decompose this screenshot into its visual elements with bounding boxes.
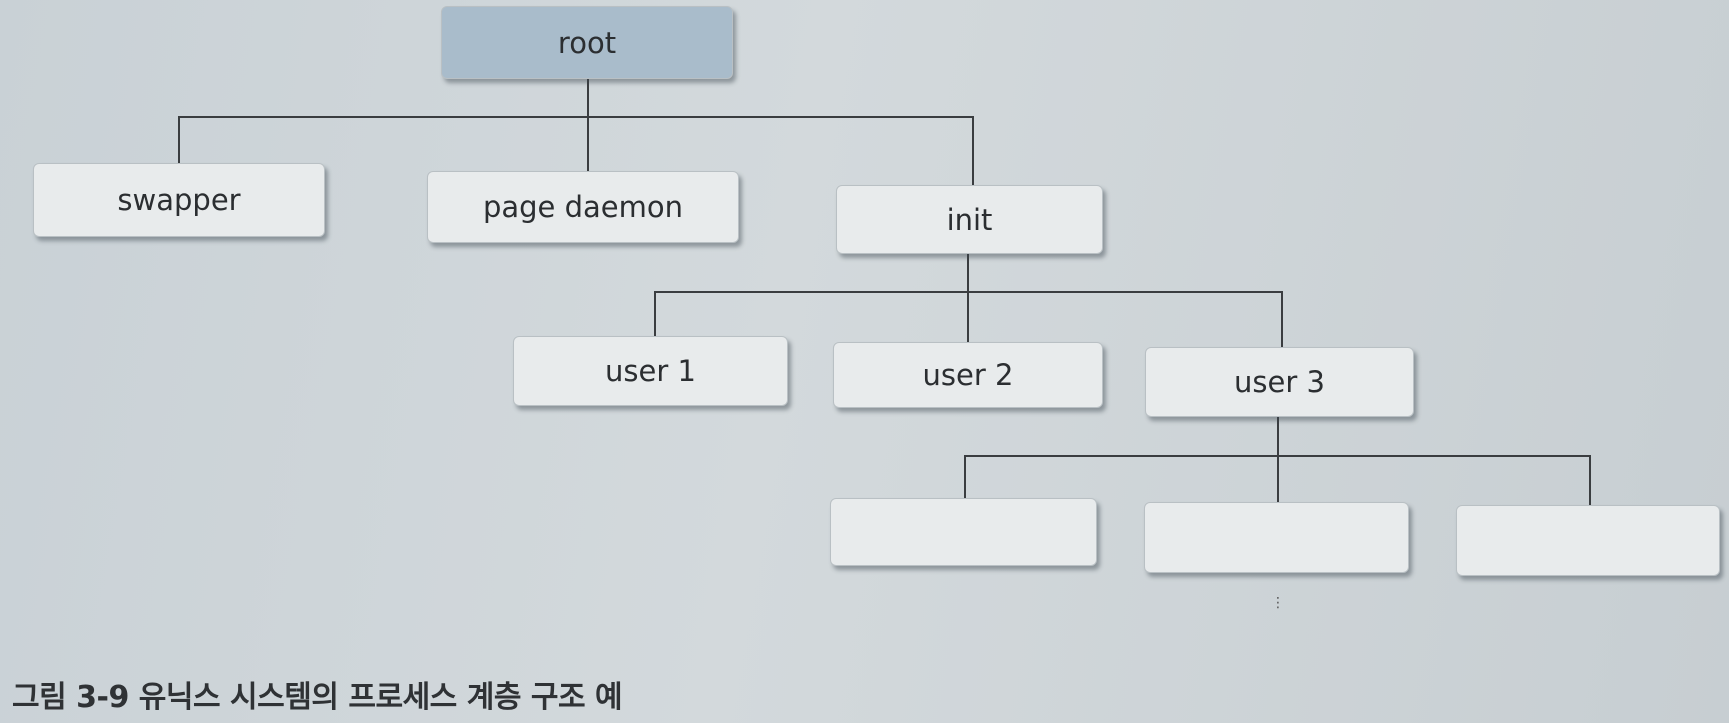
connector — [1589, 455, 1591, 506]
node-label: root — [557, 25, 617, 60]
node-label: init — [946, 202, 993, 237]
node-init: init — [836, 185, 1103, 254]
connector — [1277, 455, 1279, 503]
node-user-2: user 2 — [833, 342, 1103, 408]
node-label: swapper — [117, 183, 241, 217]
connector — [178, 116, 974, 118]
connector — [178, 116, 180, 164]
node-swapper: swapper — [33, 163, 325, 237]
connector — [654, 291, 656, 337]
node-empty — [830, 498, 1097, 566]
connector — [587, 116, 589, 171]
connector — [972, 116, 974, 186]
figure-caption: 그림 3-9 유닉스 시스템의 프로세스 계층 구조 예 — [12, 680, 623, 715]
connector — [587, 79, 589, 117]
node-root: root — [441, 6, 733, 79]
node-empty — [1456, 505, 1720, 576]
connector — [967, 254, 969, 293]
node-label: user 2 — [922, 358, 1014, 392]
node-page-daemon: page daemon — [427, 171, 739, 243]
connector — [967, 291, 969, 343]
node-label: page daemon — [482, 190, 684, 224]
continuation-dots: ⋮ — [1271, 595, 1285, 611]
connector — [1281, 291, 1283, 348]
connector — [1277, 417, 1279, 457]
node-user-3: user 3 — [1145, 347, 1414, 417]
node-empty — [1144, 502, 1409, 573]
node-label: user 3 — [1234, 365, 1325, 399]
node-user-1: user 1 — [513, 336, 788, 406]
node-label: user 1 — [605, 354, 696, 388]
connector — [964, 455, 966, 499]
